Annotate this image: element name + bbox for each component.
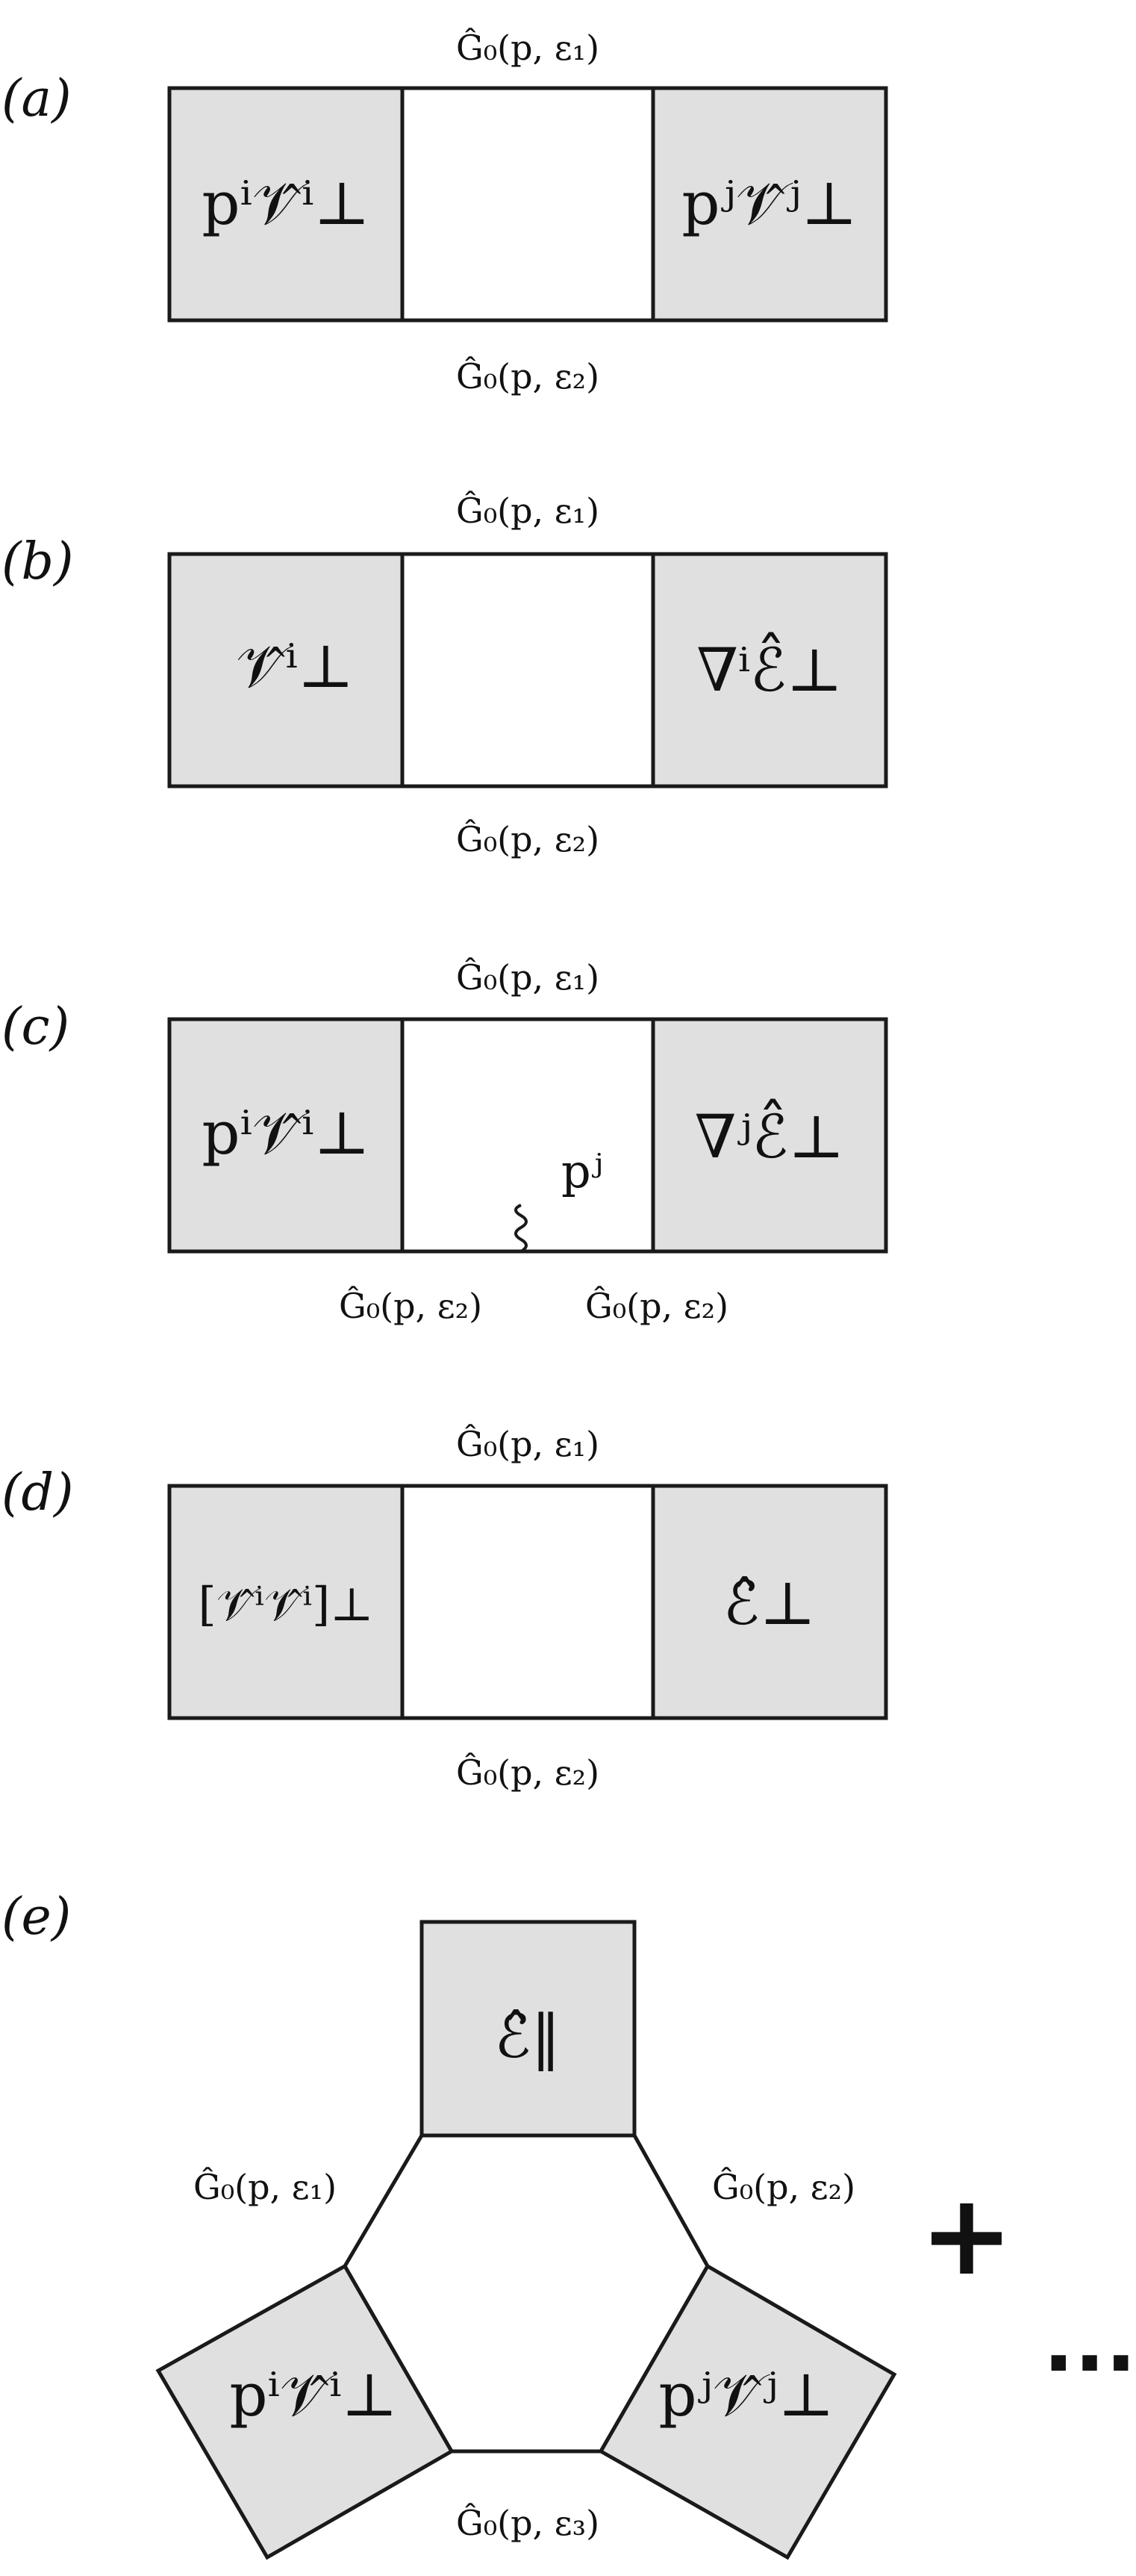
panel-b-bottom-propagator: Ĝ₀(p, ε₂) [456,818,599,859]
ellipsis: ... [1043,2295,1136,2390]
panel-a-label: (a) [1,69,72,128]
panel-b-left-vertex-box [167,552,405,788]
panel-c-left-vertex-box [167,1017,405,1254]
panel-e-top-vertex-box [419,1920,637,2138]
panel-a-left-vertex: pⁱ𝒱̂ⁱ⊥ [202,169,369,238]
panel-e: (e) ℰ̂‖ pⁱ𝒱̂ⁱ⊥ pʲ𝒱̂ʲ⊥ Ĝ₀(p, ε₁) Ĝ₀(p, ε₂… [1,1888,1136,2560]
panel-c-top-propagator: Ĝ₀(p, ε₁) [456,956,599,998]
panel-d-top-propagator: Ĝ₀(p, ε₁) [456,1423,599,1464]
panel-e-left-vertex: pⁱ𝒱̂ⁱ⊥ [229,2360,397,2430]
panel-b-top-propagator: Ĝ₀(p, ε₁) [456,490,599,531]
panel-b-left-vertex: 𝒱̂ⁱ⊥ [236,632,354,701]
panel-d-right-vertex-box [651,1484,888,1720]
panel-e-left-vertex-box [155,2263,455,2560]
panel-b: (b) 𝒱̂ⁱ⊥ ∇ⁱℰ̂⊥ Ĝ₀(p, ε₁) Ĝ₀(p, ε₂) [1,490,888,859]
panel-c-bottom-right-propagator: Ĝ₀(p, ε₂) [585,1285,728,1326]
panel-a-left-vertex-box [167,86,405,323]
panel-d-label: (d) [1,1463,74,1522]
panel-c-left-vertex: pⁱ𝒱̂ⁱ⊥ [202,1098,369,1168]
panel-e-bottom-propagator: Ĝ₀(p, ε₃) [456,2502,599,2543]
panel-e-left-propagator: Ĝ₀(p, ε₁) [193,2166,337,2207]
panel-d: (d) [𝒱̂ⁱ𝒱̂ⁱ]⊥ ℰ̂⊥ Ĝ₀(p, ε₁) Ĝ₀(p, ε₂) [1,1423,888,1793]
panel-c-right-vertex: ∇ʲℰ̂⊥ [695,1098,845,1172]
panel-d-left-vertex: [𝒱̂ⁱ𝒱̂ⁱ]⊥ [199,1577,374,1631]
panel-b-right-vertex-box [651,552,888,788]
panel-b-right-vertex: ∇ⁱℰ̂⊥ [696,632,843,705]
panel-a: (a) pⁱ𝒱̂ⁱ⊥ pʲ𝒱̂ʲ⊥ Ĝ₀(p, ε₁) Ĝ₀(p, ε₂) [1,27,888,396]
panel-c-bottom-left-propagator: Ĝ₀(p, ε₂) [339,1285,482,1326]
panel-c-right-vertex-box [651,1017,888,1254]
panel-a-right-vertex-box [651,86,888,323]
panel-c-insertion: pʲ [561,1144,603,1198]
panel-a-right-vertex: pʲ𝒱̂ʲ⊥ [681,169,857,238]
panel-d-left-vertex-box [167,1484,405,1720]
plus-sign: + [920,2171,1014,2300]
panel-e-right-vertex: pʲ𝒱̂ʲ⊥ [658,2360,834,2430]
panel-e-top-vertex: ℰ̂‖ [495,2002,561,2071]
panel-c-label: (c) [1,998,69,1057]
panel-e-label: (e) [1,1888,71,1947]
panel-a-bottom-propagator: Ĝ₀(p, ε₂) [456,355,599,396]
panel-b-label: (b) [1,532,74,591]
panel-c: (c) pⁱ𝒱̂ⁱ⊥ ∇ʲℰ̂⊥ pʲ Ĝ₀(p, ε₁) Ĝ₀(p, ε₂) … [1,956,888,1326]
panel-c-insertion-wavy-line [514,1204,528,1253]
panel-e-right-vertex-box [598,2263,897,2560]
panel-d-bottom-propagator: Ĝ₀(p, ε₂) [456,1752,599,1793]
panel-e-right-propagator: Ĝ₀(p, ε₂) [712,2166,855,2207]
panel-a-top-propagator: Ĝ₀(p, ε₁) [456,27,599,68]
panel-d-right-vertex: ℰ̂⊥ [723,1569,816,1638]
